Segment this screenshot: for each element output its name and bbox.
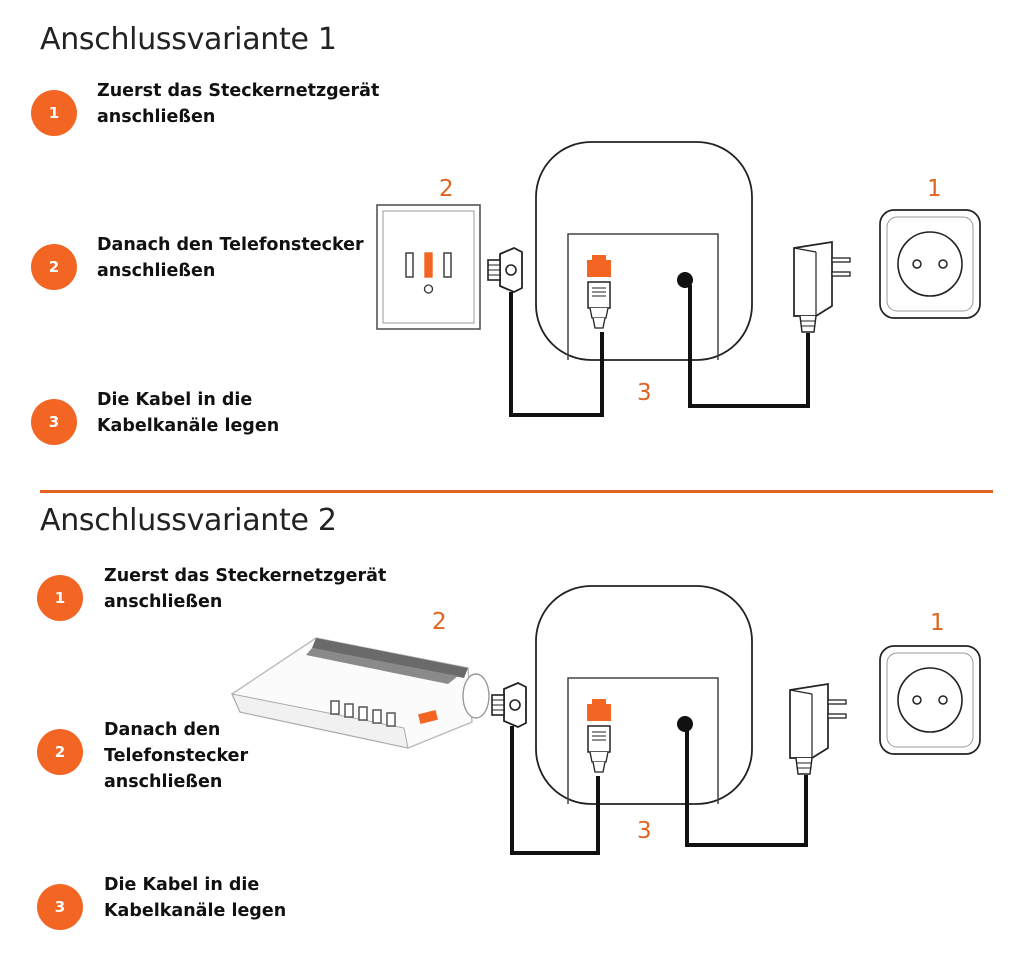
- step-3-variant-2: 3 Die Kabel in die Kabelkanäle legen: [37, 875, 286, 930]
- step-1-variant-1: 1 Zuerst das Steckernetzgerät anschließe…: [31, 81, 379, 136]
- phone-cable: [509, 292, 604, 417]
- step-text: Zuerst das Steckernetzgerät anschließen: [104, 566, 387, 612]
- wall-phone-socket: [376, 204, 481, 330]
- section-divider: [40, 490, 993, 493]
- step-number-badge: 3: [31, 399, 77, 445]
- label-cables: 3: [637, 818, 652, 844]
- router-device: [231, 637, 490, 749]
- power-adapter: [793, 241, 851, 333]
- base-station: [535, 141, 753, 361]
- power-cable: [685, 728, 808, 847]
- tae-plug: [491, 682, 527, 728]
- tae-plug: [487, 247, 523, 293]
- step-number-badge: 1: [31, 90, 77, 136]
- step-text: Die Kabel in die Kabelkanäle legen: [97, 390, 280, 436]
- power-outlet: [879, 209, 981, 319]
- label-router: 2: [432, 609, 447, 635]
- step-text: Die Kabel in die Kabelkanäle legen: [104, 875, 287, 921]
- step-2-variant-1: 2 Danach den Telefonstecker anschließen: [31, 235, 364, 290]
- section-2-title: Anschlussvariante 2: [40, 503, 337, 538]
- label-wall-socket: 2: [439, 176, 454, 202]
- section-1-title: Anschlussvariante 1: [40, 22, 337, 57]
- step-number-badge: 3: [37, 884, 83, 930]
- step-number-badge: 2: [37, 729, 83, 775]
- phone-cable: [510, 726, 600, 855]
- step-2-variant-2: 2 Danach den Telefonstecker anschließen: [37, 720, 248, 795]
- power-adapter: [789, 683, 847, 775]
- step-3-variant-1: 3 Die Kabel in die Kabelkanäle legen: [31, 390, 279, 445]
- step-text: Danach den Telefonstecker anschließen: [104, 720, 249, 792]
- power-cable: [688, 285, 810, 408]
- power-outlet: [879, 645, 981, 755]
- step-number-badge: 2: [31, 244, 77, 290]
- step-text: Zuerst das Steckernetzgerät anschließen: [97, 81, 380, 127]
- label-power-socket: 1: [927, 176, 942, 202]
- label-cables: 3: [637, 380, 652, 406]
- base-station: [535, 585, 753, 805]
- step-number-badge: 1: [37, 575, 83, 621]
- label-power-socket: 1: [930, 610, 945, 636]
- step-text: Danach den Telefonstecker anschließen: [97, 235, 364, 281]
- step-1-variant-2: 1 Zuerst das Steckernetzgerät anschließe…: [37, 566, 386, 621]
